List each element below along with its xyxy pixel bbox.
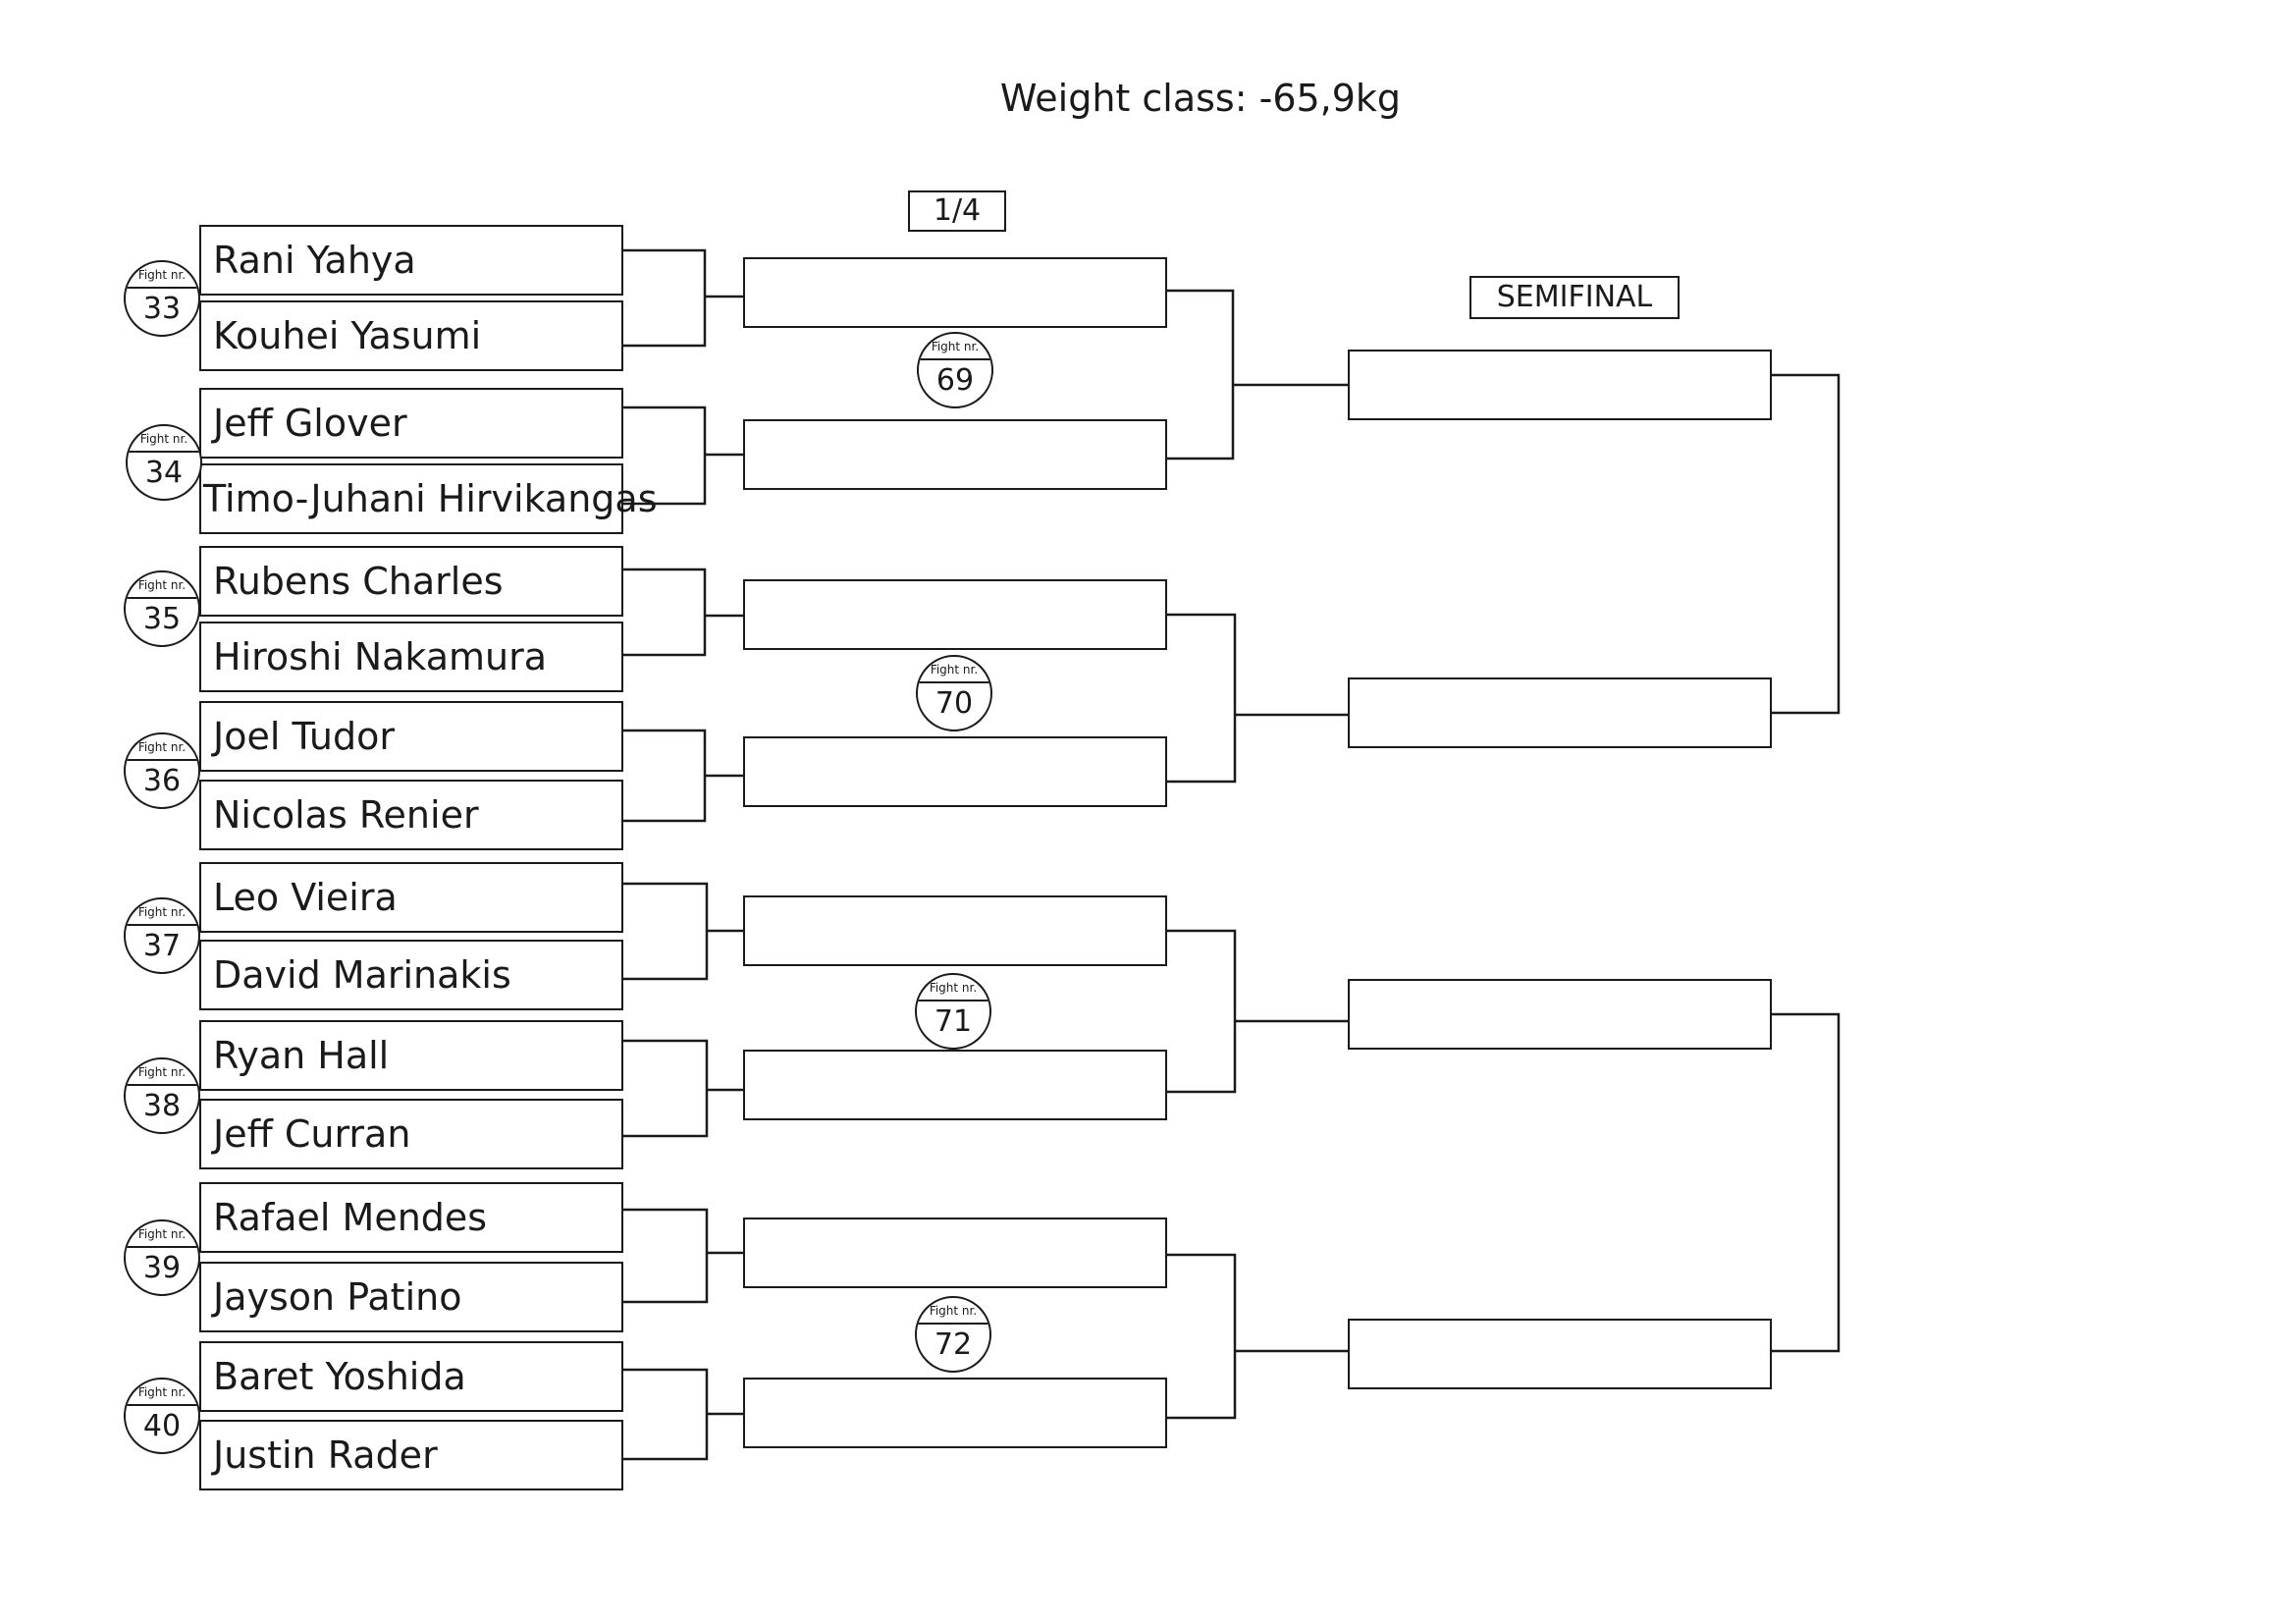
fight-number: 69 bbox=[935, 363, 975, 398]
fight-number: 70 bbox=[934, 686, 974, 721]
fight-number-badge: Fight nr. 70 bbox=[916, 655, 992, 731]
fight-number-badge: Fight nr. 37 bbox=[124, 897, 200, 974]
badge-divider bbox=[126, 597, 198, 599]
fighter-slot[interactable]: Justin Rader bbox=[199, 1420, 623, 1490]
round-label-semifinal: SEMIFINAL bbox=[1469, 276, 1680, 319]
fight-number-caption: Fight nr. bbox=[137, 578, 187, 592]
badge-divider bbox=[919, 358, 991, 360]
fighter-slot[interactable]: Rani Yahya bbox=[199, 225, 623, 296]
badge-divider bbox=[126, 1246, 198, 1248]
connector-fight-40 bbox=[623, 1368, 743, 1461]
fight-number-badge: Fight nr. 38 bbox=[124, 1057, 200, 1134]
page-title: Weight class: -65,9kg bbox=[999, 77, 1402, 120]
badge-divider bbox=[918, 681, 990, 683]
fight-number-caption: Fight nr. bbox=[137, 1385, 187, 1399]
fight-number: 39 bbox=[142, 1251, 182, 1285]
semifinal-slot[interactable] bbox=[1348, 979, 1772, 1050]
fighter-slot[interactable]: Jeff Glover bbox=[199, 388, 623, 459]
connector-fight-33 bbox=[623, 248, 743, 348]
quarterfinal-slot[interactable] bbox=[743, 1050, 1167, 1120]
fighter-slot[interactable]: Baret Yoshida bbox=[199, 1341, 623, 1412]
fight-number: 35 bbox=[142, 602, 182, 636]
fight-number: 33 bbox=[142, 292, 182, 326]
badge-divider bbox=[126, 759, 198, 761]
fight-number-badge: Fight nr. 72 bbox=[915, 1296, 991, 1373]
connector-fight-37 bbox=[623, 882, 743, 981]
connector-semifinal-1 bbox=[1772, 373, 1841, 715]
fight-number-caption: Fight nr. bbox=[137, 905, 187, 919]
connector-fight-70 bbox=[1167, 613, 1348, 784]
fight-number-badge: Fight nr. 39 bbox=[124, 1219, 200, 1296]
fight-number-badge: Fight nr. 40 bbox=[124, 1378, 200, 1454]
connector-fight-36 bbox=[623, 729, 743, 823]
fight-number: 37 bbox=[142, 929, 182, 963]
fighter-slot[interactable]: Rubens Charles bbox=[199, 546, 623, 617]
badge-divider bbox=[126, 1084, 198, 1086]
badge-divider bbox=[126, 287, 198, 289]
quarterfinal-slot[interactable] bbox=[743, 736, 1167, 807]
fighter-slot[interactable]: Ryan Hall bbox=[199, 1020, 623, 1091]
fighter-slot[interactable]: David Marinakis bbox=[199, 940, 623, 1010]
fighter-slot[interactable]: Rafael Mendes bbox=[199, 1182, 623, 1253]
badge-divider bbox=[917, 1000, 989, 1001]
fight-number-caption: Fight nr. bbox=[931, 340, 980, 353]
quarterfinal-slot[interactable] bbox=[743, 419, 1167, 490]
connector-fight-34 bbox=[623, 406, 743, 506]
fight-number-caption: Fight nr. bbox=[929, 981, 978, 995]
fight-number: 40 bbox=[142, 1409, 182, 1443]
badge-divider bbox=[126, 924, 198, 926]
connector-fight-72 bbox=[1167, 1253, 1348, 1420]
round-label-quarterfinal: 1/4 bbox=[908, 190, 1006, 232]
connector-fight-71 bbox=[1167, 929, 1348, 1094]
fighter-slot[interactable]: Jeff Curran bbox=[199, 1099, 623, 1169]
quarterfinal-slot[interactable] bbox=[743, 1218, 1167, 1288]
quarterfinal-slot[interactable] bbox=[743, 579, 1167, 650]
fighter-slot[interactable]: Jayson Patino bbox=[199, 1262, 623, 1332]
badge-divider bbox=[128, 451, 200, 453]
connector-semifinal-2 bbox=[1772, 1012, 1841, 1353]
fight-number: 38 bbox=[142, 1089, 182, 1123]
fight-number-badge: Fight nr. 35 bbox=[124, 570, 200, 647]
fight-number-caption: Fight nr. bbox=[137, 740, 187, 754]
semifinal-slot[interactable] bbox=[1348, 350, 1772, 420]
fight-number-caption: Fight nr. bbox=[137, 1227, 187, 1241]
fighter-slot[interactable]: Joel Tudor bbox=[199, 701, 623, 772]
fight-number-caption: Fight nr. bbox=[137, 268, 187, 282]
fight-number-badge: Fight nr. 34 bbox=[126, 424, 202, 501]
fighter-slot[interactable]: Timo-Juhani Hirvikangas bbox=[199, 463, 658, 534]
fight-number: 71 bbox=[934, 1004, 973, 1039]
fighter-slot[interactable]: Hiroshi Nakamura bbox=[199, 622, 623, 692]
fight-number-caption: Fight nr. bbox=[137, 1065, 187, 1079]
quarterfinal-slot[interactable] bbox=[743, 895, 1167, 966]
fight-number: 36 bbox=[142, 764, 182, 798]
fight-number-badge: Fight nr. 69 bbox=[917, 332, 993, 408]
fight-number: 72 bbox=[934, 1327, 973, 1362]
quarterfinal-slot[interactable] bbox=[743, 257, 1167, 328]
fight-number-caption: Fight nr. bbox=[930, 663, 979, 677]
badge-divider bbox=[126, 1404, 198, 1406]
connector-fight-69 bbox=[1167, 289, 1348, 460]
fight-number-caption: Fight nr. bbox=[929, 1304, 978, 1318]
badge-divider bbox=[917, 1323, 989, 1325]
fight-number-badge: Fight nr. 71 bbox=[915, 973, 991, 1050]
connector-fight-39 bbox=[623, 1208, 743, 1304]
quarterfinal-slot[interactable] bbox=[743, 1378, 1167, 1448]
semifinal-slot[interactable] bbox=[1348, 1319, 1772, 1389]
semifinal-slot[interactable] bbox=[1348, 677, 1772, 748]
fighter-slot[interactable]: Kouhei Yasumi bbox=[199, 300, 623, 371]
connector-fight-35 bbox=[623, 568, 743, 657]
fight-number-badge: Fight nr. 33 bbox=[124, 260, 200, 337]
fight-number-caption: Fight nr. bbox=[139, 432, 188, 446]
fighter-slot[interactable]: Nicolas Renier bbox=[199, 780, 623, 850]
fight-number-badge: Fight nr. 36 bbox=[124, 732, 200, 809]
fighter-slot[interactable]: Leo Vieira bbox=[199, 862, 623, 933]
fight-number: 34 bbox=[144, 456, 184, 490]
connector-fight-38 bbox=[623, 1039, 743, 1138]
